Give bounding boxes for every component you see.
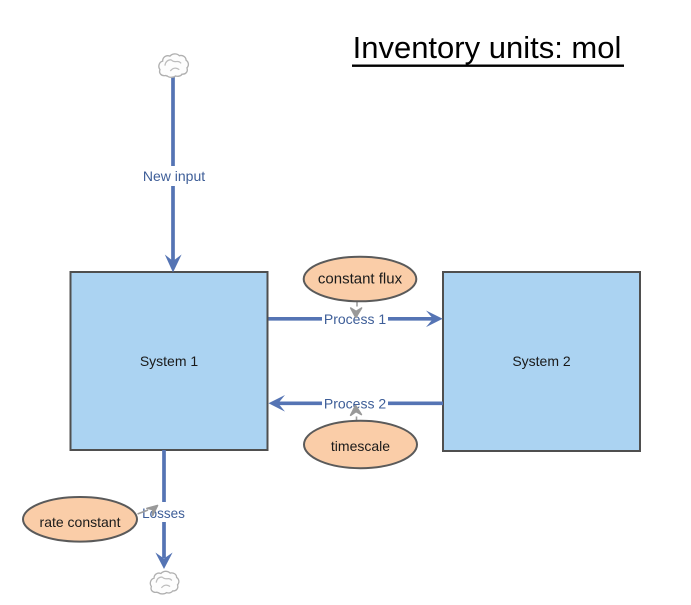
svg-text:Process 2: Process 2 — [324, 396, 386, 412]
svg-text:New input: New input — [143, 168, 205, 184]
svg-text:System 1: System 1 — [140, 353, 199, 369]
svg-text:rate constant: rate constant — [40, 514, 121, 530]
svg-text:constant flux: constant flux — [318, 271, 403, 288]
svg-text:System 2: System 2 — [512, 353, 571, 369]
svg-text:timescale: timescale — [331, 438, 390, 454]
svg-text:Inventory units: mol: Inventory units: mol — [353, 30, 622, 65]
svg-text:Process 1: Process 1 — [324, 311, 386, 327]
